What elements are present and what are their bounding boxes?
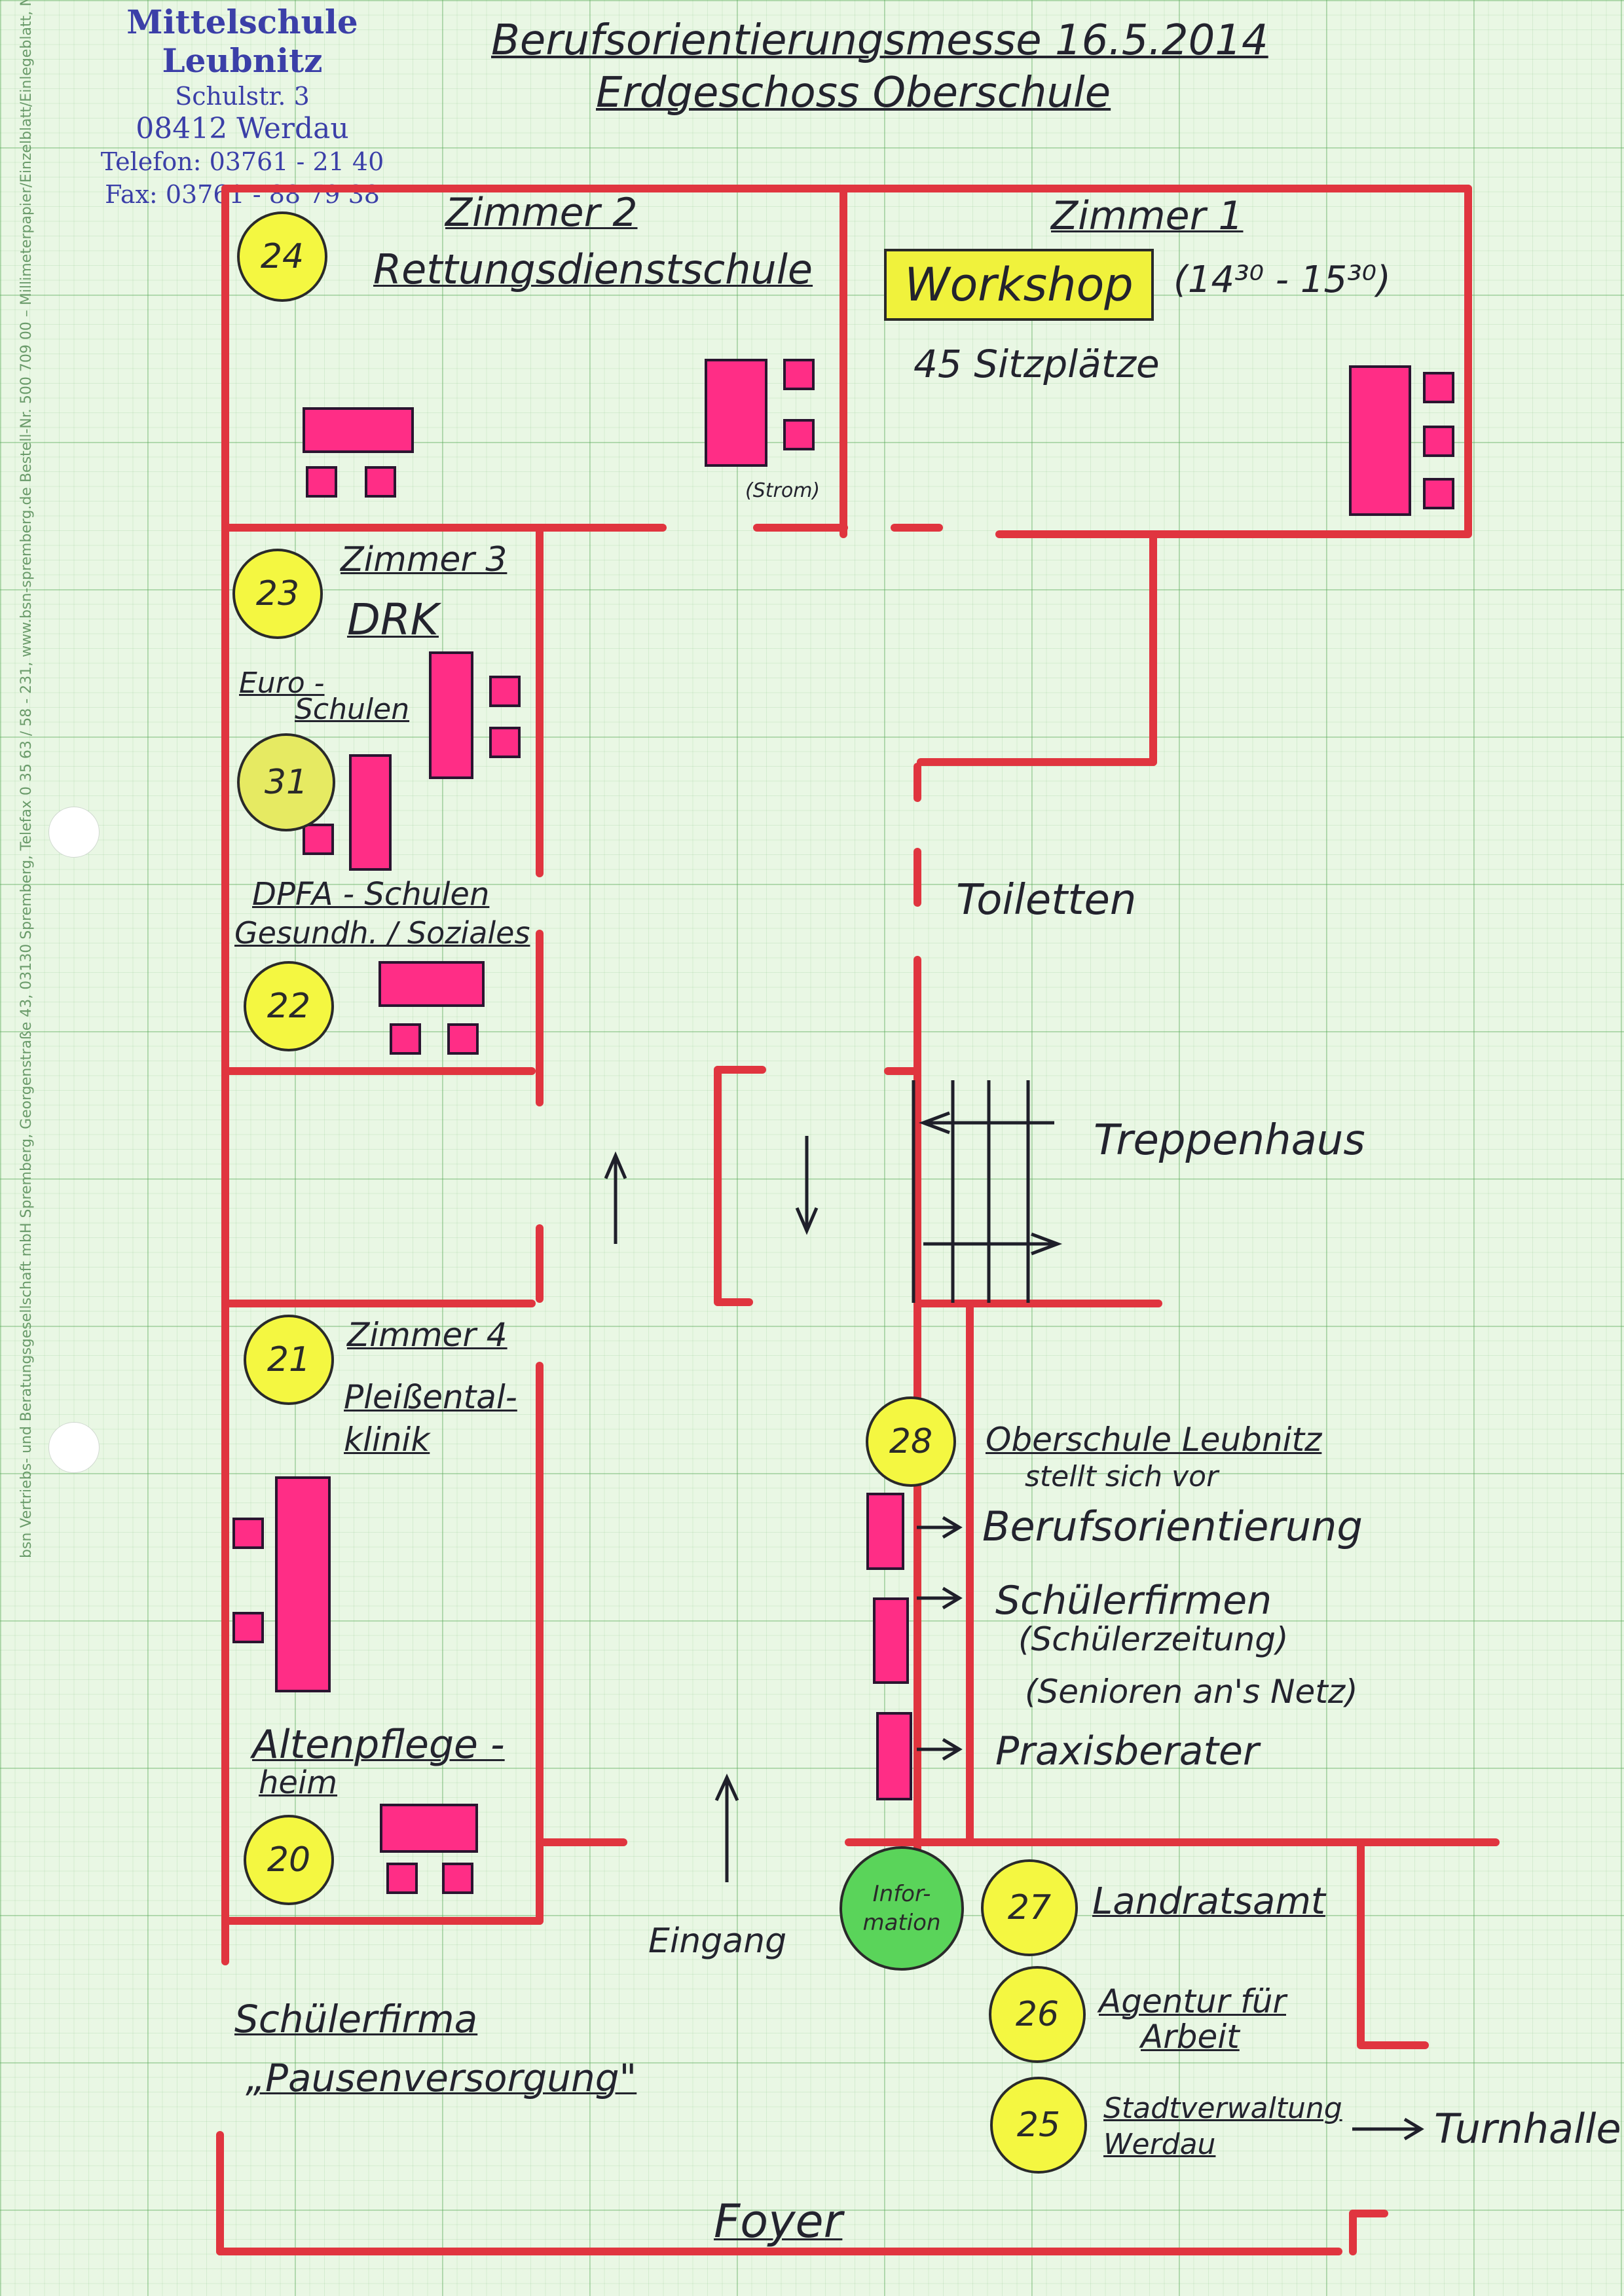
info-label-line1: Infor- [872,1881,931,1907]
booth28-subtitle: stellt sich vor [1025,1460,1219,1493]
school-stamp: Mittelschule Leubnitz Schulstr. 3 08412 … [72,3,413,211]
exhibitor-pleissental-line1: Pleißental- [344,1378,517,1416]
booth-number-21: 21 [244,1315,334,1405]
label-toiletten: Toiletten [956,876,1137,924]
label-pausenversorgung: „Pausenversorgung" [246,2056,637,2100]
school-phone: Telefon: 03761 - 21 40 [100,147,384,176]
booth-number-26: 26 [989,1966,1086,2063]
information-desk: Infor-mation [840,1846,964,1971]
workshop-label: Workshop [884,249,1154,321]
label-treppenhaus: Treppenhaus [1094,1116,1365,1165]
info-label-line2: mation [862,1910,941,1936]
exhibitor-dpfa-line1: DPFA - Schulen [252,876,490,913]
label-schuelerfirma: Schülerfirma [234,1997,478,2041]
booth28-item-schuelerzeitung: (Schülerzeitung) [1018,1620,1289,1658]
booth28-item-berufsorientierung: Berufsorientierung [982,1503,1363,1550]
exhibitor-rettungsdienstschule: Rettungsdienstschule [373,246,813,293]
booth-number-20: 20 [244,1815,334,1905]
exhibitor-euro-schulen-line1: Euro - [239,666,325,700]
exhibitor-agentur-line1: Agentur für [1099,1982,1286,2020]
label-foyer: Foyer [714,2195,843,2248]
plan-title: Berufsorientierungsmesse 16.5.2014 [491,16,1268,65]
punch-hole [48,807,100,858]
exhibitor-agentur-line2: Arbeit [1141,2018,1240,2056]
school-name: Mittelschule Leubnitz [126,3,358,80]
exhibitor-dpfa-line2: Gesundh. / Soziales [234,915,530,951]
exhibitor-landratsamt: Landratsamt [1092,1880,1325,1923]
school-street: Schulstr. 3 [175,82,310,111]
workshop-time: (14³⁰ - 15³⁰) [1173,259,1391,301]
exhibitor-drk: DRK [347,594,439,645]
exhibitor-altenpflege-line1: Altenpflege - [252,1722,505,1768]
plan-subtitle: Erdgeschoss Oberschule [596,69,1111,117]
booth-number-25: 25 [990,2077,1087,2174]
booth28-item-schuelerfirmen: Schülerfirmen [995,1578,1272,1624]
booth28-item-senioren: (Senioren an's Netz) [1025,1673,1358,1711]
room-label-zimmer3: Zimmer 3 [341,540,507,579]
booth-number-22: 22 [244,961,334,1051]
booth28-item-praxisberater: Praxisberater [995,1728,1259,1774]
power-note: (Strom) [745,479,821,502]
school-city: 08412 Werdau [136,112,349,145]
label-turnhalle: Turnhalle [1434,2105,1621,2153]
booth-number-27: 27 [981,1859,1078,1956]
room-label-zimmer1: Zimmer 1 [1051,193,1244,239]
exhibitor-euro-schulen-line2: Schulen [295,693,410,726]
workshop-seats: 45 Sitzplätze [913,342,1160,386]
exhibitor-stadtverwaltung-line2: Werdau [1103,2128,1216,2161]
label-eingang: Eingang [648,1922,787,1961]
room-label-zimmer2: Zimmer 2 [445,190,638,236]
booth-number-31: 31 [237,733,335,831]
booth-number-28: 28 [866,1396,956,1487]
room-label-zimmer4: Zimmer 4 [347,1316,507,1354]
booth-number-24: 24 [237,211,327,302]
exhibitor-pleissental-line2: klinik [344,1421,430,1459]
exhibitor-stadtverwaltung-line1: Stadtverwaltung [1103,2092,1342,2125]
punch-hole [48,1422,100,1473]
booth28-title: Oberschule Leubnitz [986,1421,1322,1459]
booth-number-23: 23 [232,549,323,639]
exhibitor-altenpflege-line2: heim [259,1764,338,1801]
